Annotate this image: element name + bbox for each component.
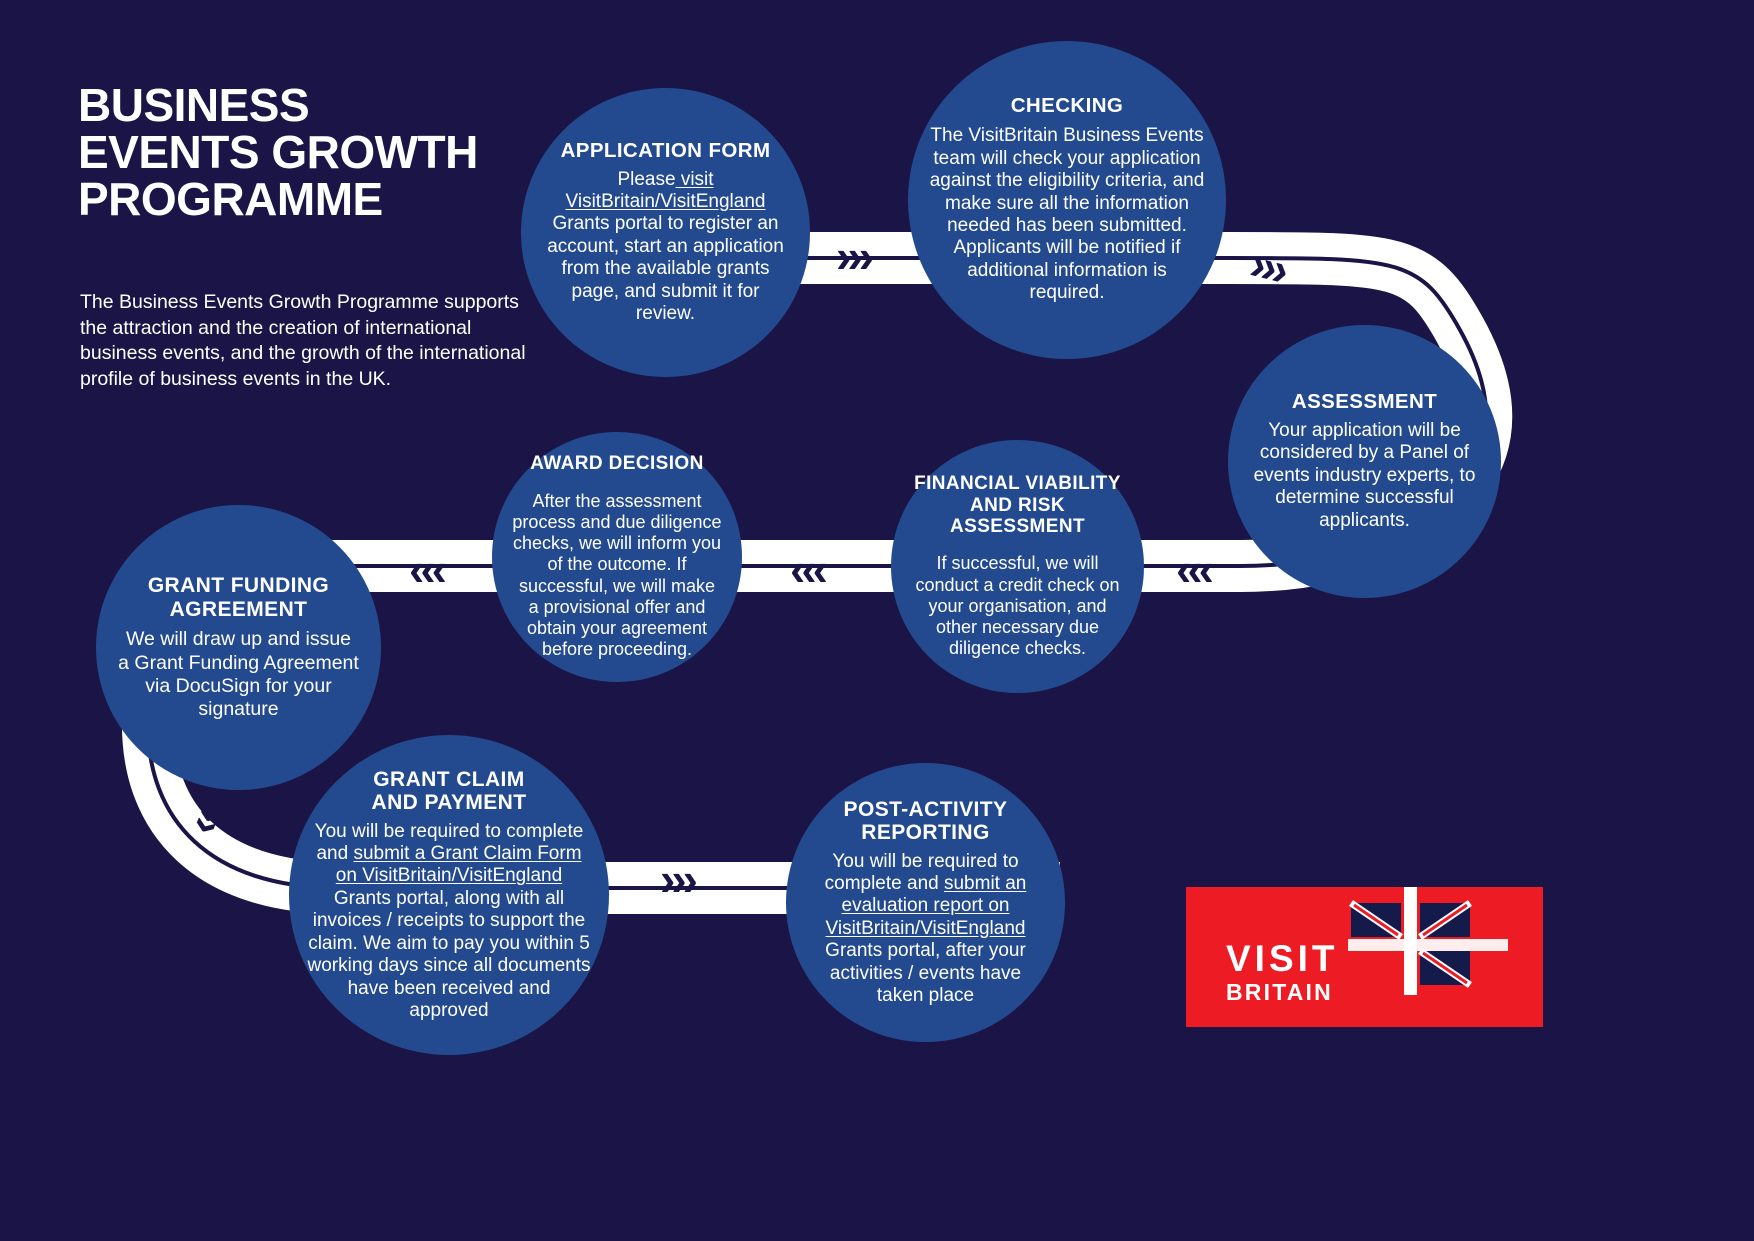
arrow-right-1: ››› bbox=[836, 230, 874, 282]
step-application-form[interactable]: APPLICATION FORM Please visit VisitBrita… bbox=[521, 88, 810, 377]
step-body-post: Grants portal, along with all invoices /… bbox=[307, 887, 591, 1021]
arrow-left-3: ‹‹‹ bbox=[1176, 543, 1214, 595]
step-award-decision[interactable]: AWARD DECISION After the assessment proc… bbox=[492, 432, 742, 682]
step-body-post: Grants portal, after your activities / e… bbox=[825, 940, 1026, 1007]
step-heading-line-1: POST-ACTIVITY bbox=[843, 797, 1008, 821]
step-body: Your application will be considered by a… bbox=[1253, 419, 1476, 531]
step-checking[interactable]: CHECKING The VisitBritain Business Event… bbox=[908, 41, 1226, 359]
step-body: The VisitBritain Business Events team wi… bbox=[929, 125, 1205, 304]
step-financial-viability-and-risk-assessment[interactable]: FINANCIAL VIABILITY AND RISK ASSESSMENT … bbox=[891, 440, 1144, 693]
step-heading-line-2: AGREEMENT bbox=[169, 597, 308, 621]
step-heading: AWARD DECISION bbox=[530, 453, 704, 475]
step-heading: GRANT CLAIM AND PAYMENT bbox=[372, 768, 527, 815]
page-title-line-2: EVENTS GROWTH bbox=[78, 126, 478, 178]
step-assessment[interactable]: ASSESSMENT Your application will be cons… bbox=[1228, 325, 1501, 598]
step-grant-claim-and-payment[interactable]: GRANT CLAIM AND PAYMENT You will be requ… bbox=[289, 735, 609, 1055]
step-heading-line-2: AND RISK bbox=[969, 494, 1066, 516]
step-heading: CHECKING bbox=[1010, 94, 1124, 118]
intro-paragraph: The Business Events Growth Programme sup… bbox=[80, 291, 526, 390]
step-heading: GRANT FUNDING AGREEMENT bbox=[148, 574, 329, 621]
union-jack-flag-icon bbox=[1348, 887, 1508, 995]
arrow-right-7: ››› bbox=[660, 853, 698, 905]
step-post-activity-reporting[interactable]: POST-ACTIVITY REPORTING You will be requ… bbox=[786, 763, 1065, 1042]
step-body: After the assessment process and due dil… bbox=[512, 490, 722, 660]
step-body-pre: You will be required to complete and bbox=[314, 820, 584, 865]
step-body: You will be required to complete and sub… bbox=[806, 851, 1045, 1008]
step-heading-line-1: GRANT CLAIM bbox=[373, 767, 525, 791]
page-title-line-3: PROGRAMME bbox=[78, 173, 383, 225]
step-heading-line-1: FINANCIAL VIABILITY bbox=[914, 473, 1121, 495]
page-title-line-1: BUSINESS bbox=[78, 79, 310, 131]
logo-line-britain: BRITAIN bbox=[1226, 979, 1333, 1005]
step-body: We will draw up and issue a Grant Fundin… bbox=[118, 628, 359, 720]
step-body-link[interactable]: submit a Grant Claim Form on VisitBritai… bbox=[335, 843, 582, 887]
visitbritain-logo[interactable]: VISIT BRITAIN bbox=[1186, 887, 1543, 1027]
step-heading-line-2: REPORTING bbox=[861, 821, 990, 845]
step-body-link[interactable]: submit an evaluation report on VisitBrit… bbox=[825, 872, 1027, 939]
arrow-left-5: ‹‹‹ bbox=[409, 543, 447, 595]
step-body-pre: You will be required to complete and bbox=[824, 850, 1019, 894]
step-heading: POST-ACTIVITY REPORTING bbox=[844, 798, 1008, 845]
step-heading: APPLICATION FORM bbox=[560, 138, 771, 162]
page-title: BUSINESS EVENTS GROWTH PROGRAMME bbox=[78, 82, 598, 223]
step-body-pre: Please bbox=[617, 168, 676, 190]
step-heading: ASSESSMENT bbox=[1291, 389, 1438, 413]
arrow-left-4: ‹‹‹ bbox=[790, 543, 828, 595]
step-heading-line-2: AND PAYMENT bbox=[371, 791, 527, 815]
step-body: Please visit VisitBritain/VisitEngland G… bbox=[541, 169, 790, 326]
step-body-link[interactable]: visit VisitBritain/VisitEngland bbox=[565, 168, 766, 212]
step-body-post: Grants portal to register an account, st… bbox=[547, 213, 784, 325]
step-heading-line-3: ASSESSMENT bbox=[950, 516, 1085, 538]
logo-text: VISIT BRITAIN bbox=[1226, 938, 1339, 1006]
step-body: If successful, we will conduct a credit … bbox=[915, 553, 1120, 659]
step-heading-line-1: GRANT FUNDING bbox=[147, 574, 330, 598]
step-heading: FINANCIAL VIABILITY AND RISK ASSESSMENT bbox=[914, 473, 1121, 537]
logo-line-visit: VISIT bbox=[1226, 938, 1339, 979]
step-grant-funding-agreement[interactable]: GRANT FUNDING AGREEMENT We will draw up … bbox=[96, 505, 381, 790]
step-body: You will be required to complete and sub… bbox=[307, 821, 591, 1023]
